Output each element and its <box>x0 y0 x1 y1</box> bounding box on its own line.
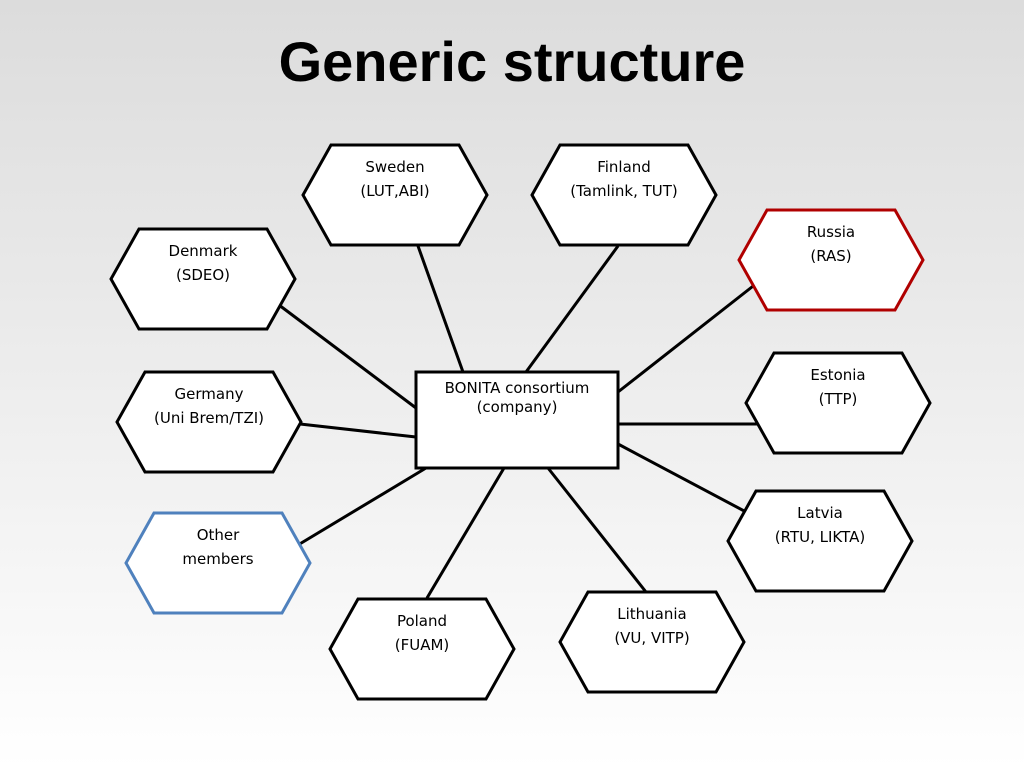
hexagon-germany <box>115 370 303 474</box>
node-latvia-name: Latvia <box>797 504 843 522</box>
connector-russia <box>617 281 758 394</box>
hexagon-russia <box>737 208 925 312</box>
page-title: Generic structure <box>278 30 746 93</box>
connector-lines <box>278 245 762 599</box>
connector-sweden <box>416 245 465 373</box>
hexagon-estonia <box>744 351 932 455</box>
node-other: Other members <box>124 511 312 615</box>
hexagon-latvia <box>726 489 914 593</box>
connector-germany <box>299 422 417 439</box>
node-lithuania-detail: (VU, VITP) <box>614 629 689 647</box>
hexagon-lithuania <box>558 590 746 694</box>
node-russia: Russia (RAS) <box>737 208 925 312</box>
node-sweden: Sweden (LUT,ABI) <box>301 143 489 247</box>
node-poland-detail: (FUAM) <box>395 636 450 654</box>
node-germany-detail: (Uni Brem/TZI) <box>154 409 264 427</box>
node-other-name: Other <box>197 526 240 544</box>
node-lithuania-name: Lithuania <box>617 605 686 623</box>
hexagon-sweden <box>301 143 489 247</box>
hexagon-poland <box>328 597 516 701</box>
center-label-line2: (company) <box>477 398 558 416</box>
node-russia-detail: (RAS) <box>810 247 851 265</box>
node-sweden-detail: (LUT,ABI) <box>360 182 429 200</box>
node-finland-detail: (Tamlink, TUT) <box>570 182 678 200</box>
connector-denmark <box>278 303 417 410</box>
hexagon-finland <box>530 143 718 247</box>
member-nodes: Sweden (LUT,ABI) Finland (Tamlink, TUT) Russ… <box>109 143 932 701</box>
node-finland-name: Finland <box>597 158 651 176</box>
connector-lithuania <box>546 467 648 593</box>
hexagon-other <box>124 511 312 615</box>
node-denmark: Denmark (SDEO) <box>109 227 297 331</box>
node-germany: Germany (Uni Brem/TZI) <box>115 370 303 474</box>
node-estonia-name: Estonia <box>810 366 865 384</box>
node-russia-name: Russia <box>807 223 855 241</box>
node-finland: Finland (Tamlink, TUT) <box>530 143 718 247</box>
connector-poland <box>425 467 506 599</box>
node-lithuania: Lithuania (VU, VITP) <box>558 590 746 694</box>
node-other-detail: members <box>182 550 253 568</box>
center-box <box>414 370 620 470</box>
node-estonia-detail: (TTP) <box>819 390 858 408</box>
center-node: BONITA consortium (company) <box>414 370 620 470</box>
connector-latvia <box>617 442 749 515</box>
connector-other <box>297 466 427 547</box>
center-label-line1: BONITA consortium <box>445 379 590 397</box>
node-denmark-detail: (SDEO) <box>176 266 230 284</box>
node-germany-name: Germany <box>175 385 244 403</box>
node-sweden-name: Sweden <box>365 158 424 176</box>
node-poland-name: Poland <box>397 612 447 630</box>
node-estonia: Estonia (TTP) <box>744 351 932 455</box>
hexagon-denmark <box>109 227 297 331</box>
node-poland: Poland (FUAM) <box>328 597 516 701</box>
node-denmark-name: Denmark <box>169 242 238 260</box>
node-latvia-detail: (RTU, LIKTA) <box>775 528 865 546</box>
node-latvia: Latvia (RTU, LIKTA) <box>726 489 914 593</box>
connector-finland <box>524 245 620 373</box>
